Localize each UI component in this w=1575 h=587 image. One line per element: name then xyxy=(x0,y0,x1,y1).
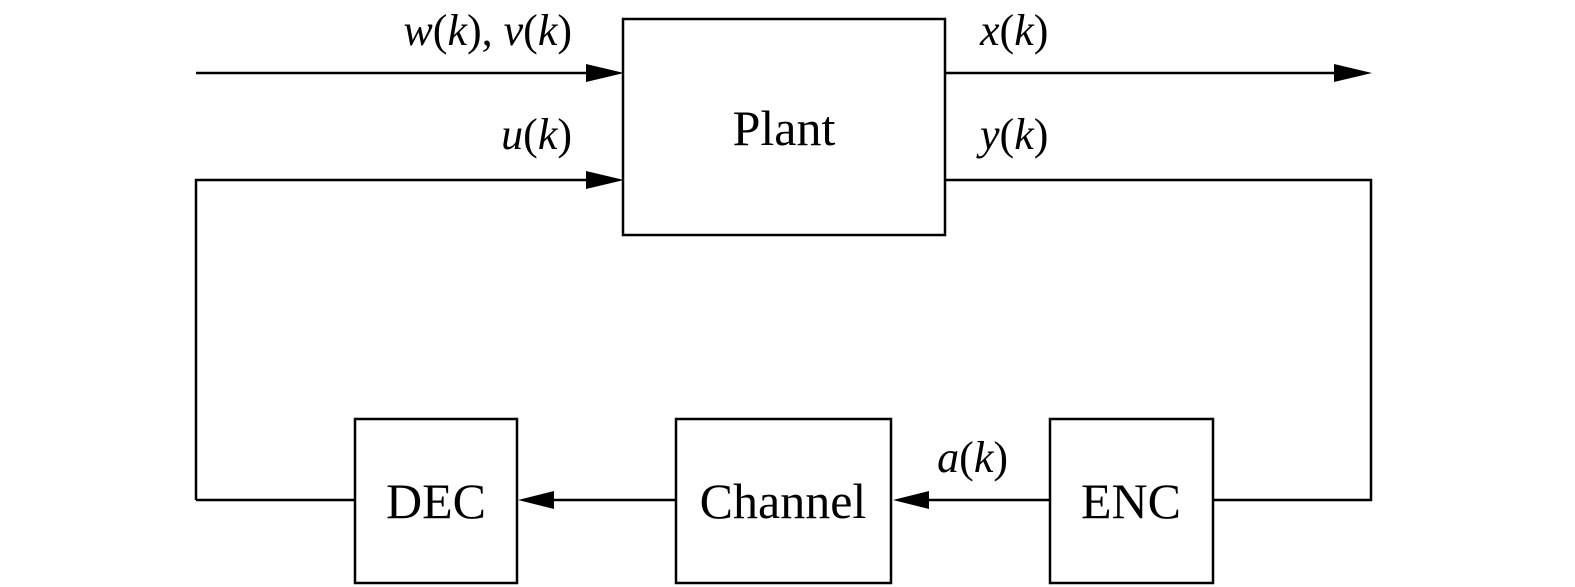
encoder-to-channel-arrow xyxy=(893,491,1050,509)
plant-label: Plant xyxy=(733,100,836,156)
channel-block: Channel xyxy=(674,417,893,585)
decoder-block: DEC xyxy=(353,417,519,585)
control-signal-label: u(k) xyxy=(501,110,572,159)
control-input-arrow xyxy=(194,171,624,500)
encoded-signal-label: a(k) xyxy=(937,433,1008,482)
encoder-label: ENC xyxy=(1081,473,1181,529)
channel-label: Channel xyxy=(700,473,867,529)
disturbance-input-arrow xyxy=(196,64,624,82)
encoder-block: ENC xyxy=(1048,417,1215,585)
decoder-label: DEC xyxy=(386,473,486,529)
state-signal-label: x(k) xyxy=(979,6,1048,55)
measurement-feedback-line xyxy=(945,178,1373,502)
state-output-arrow xyxy=(945,64,1372,82)
output-signal-label: y(k) xyxy=(976,110,1048,159)
plant-block: Plant xyxy=(621,17,947,237)
disturbance-signal-label: w(k), v(k) xyxy=(403,6,572,55)
channel-to-decoder-arrow xyxy=(518,491,676,509)
